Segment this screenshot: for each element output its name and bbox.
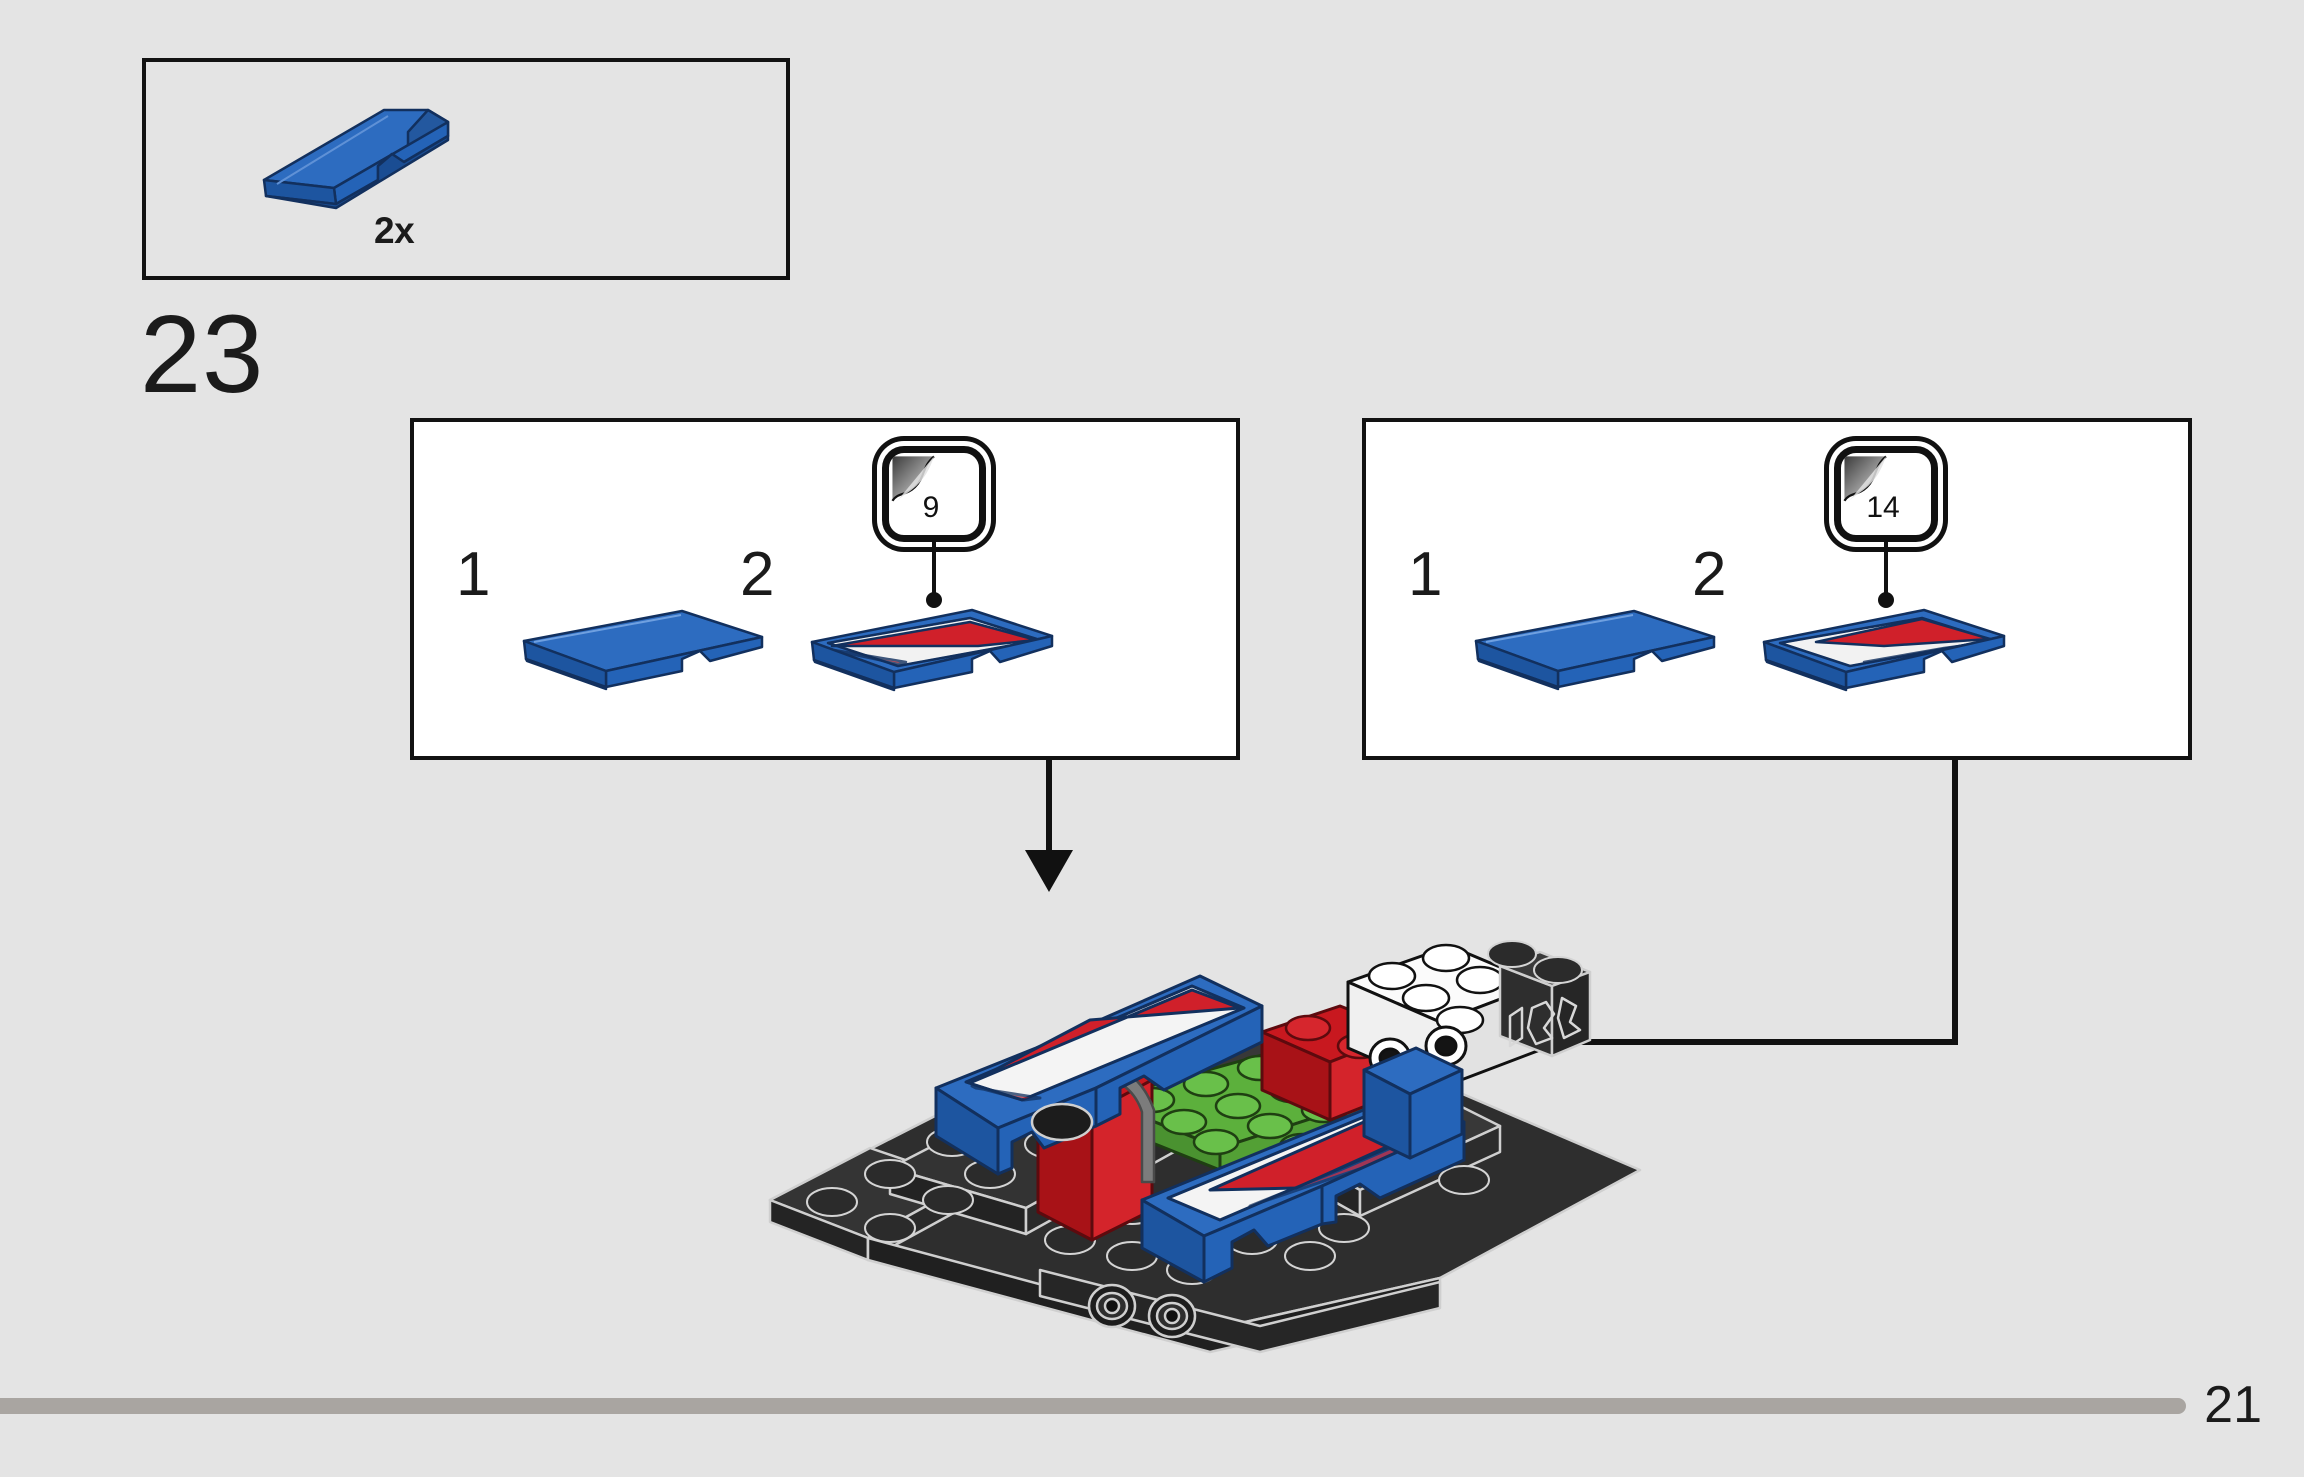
sticker-leader-line-9 [932,542,936,596]
sticker-leader-line-14 [1884,542,1888,596]
sticker-id-label-14: 14 [1866,491,1900,524]
connector-line-right-vertical [1952,760,1958,1045]
substep-number-right-2: 2 [1692,540,1727,609]
substep-number-right-1: 1 [1408,540,1443,609]
page-number: 21 [2204,1376,2262,1434]
page-progress-bar [0,1398,2186,1414]
substep-number-left-2: 2 [740,540,775,609]
sticker-leader-dot-14 [1878,592,1894,608]
part-quantity-label: 2x [374,210,415,251]
substep-number-left-1: 1 [456,540,491,609]
step-number: 23 [140,293,265,416]
part-slope-plain-right [1466,597,1726,722]
sticker-peel-icon [891,455,935,503]
assembly-illustration [740,770,1700,1370]
sticker-badge-14: 14 [1834,446,1938,542]
sticker-application-panel-left: 1 2 [410,418,1240,760]
race-car-chassis-assembly-svg [768,940,1642,1354]
sticker-application-panel-right: 1 2 [1362,418,2192,760]
connector-line-right-horizontal [1470,1039,1958,1045]
part-slope-plain-left [514,597,774,722]
sticker-badge-9: 9 [882,446,986,542]
parts-inventory-box: 2x [142,58,790,280]
sticker-id-label-9: 9 [922,491,940,524]
placement-arrow-down [1025,850,1073,892]
part-slope-stickered-left [802,594,1082,729]
part-slope-stickered-right [1754,594,2034,729]
sticker-leader-dot-9 [926,592,942,608]
sticker-peel-icon [1843,455,1887,503]
connector-line-left [1046,760,1052,860]
part-illustration-slope-curved [146,62,786,281]
